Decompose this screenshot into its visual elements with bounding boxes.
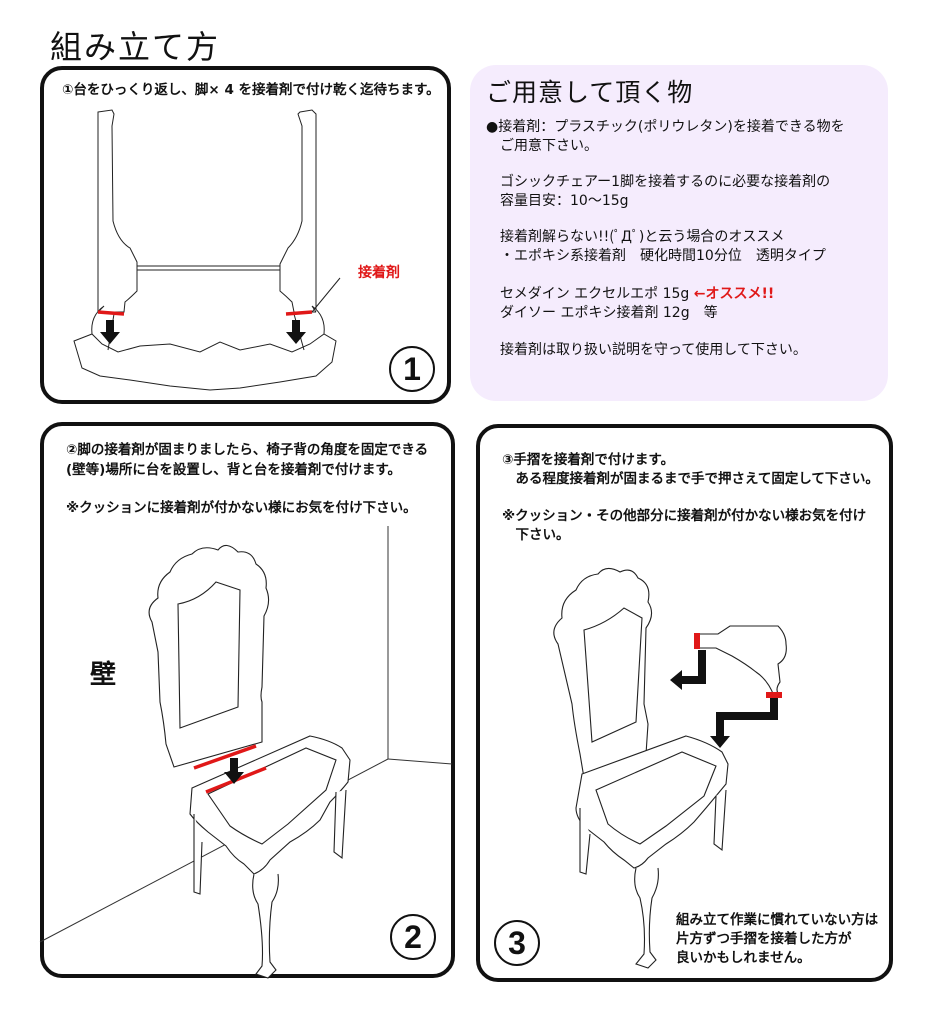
step-3-instruction-line: ③手摺を接着剤で付けます。 bbox=[502, 452, 675, 468]
supplies-line: ●接着剤：プラスチック(ポリウレタン)を接着できる物を bbox=[486, 119, 845, 135]
step-2-panel: ②脚の接着剤が固まりましたら、椅子背の角度を固定できる (壁等)場所に台を設置し… bbox=[39, 422, 455, 979]
step-3-note-line: 片方ずつ手摺を接着した方が bbox=[676, 931, 852, 947]
product-name: セメダイン エクセルエポ 15g bbox=[486, 286, 694, 302]
step-3-note-line: 組み立て作業に慣れていない方は bbox=[676, 912, 879, 928]
step-3-note-line: 良いかもしれません。 bbox=[676, 950, 811, 966]
step-2-instruction-line: (壁等)場所に台を設置し、背と台を接着剤で付けます。 bbox=[66, 462, 401, 478]
chair-base-illustration bbox=[73, 109, 341, 391]
step-3-number-badge: 3 bbox=[494, 920, 540, 966]
step-3-instruction-line: ある程度接着剤が固まるまで手で押さえて固定して下さい。 bbox=[502, 471, 879, 487]
supplies-line: 容量目安：10〜15g bbox=[486, 193, 629, 209]
supplies-line: ゴシックチェアー1脚を接着するのに必要な接着剤の bbox=[486, 174, 831, 190]
supplies-title: ご用意して頂く物 bbox=[486, 78, 694, 107]
glue-label: 接着剤 bbox=[358, 265, 400, 281]
step-1-instruction: ①台をひっくり返し、脚× 4 を接着剤で付け乾く迄待ちます。 bbox=[62, 82, 440, 98]
wall-label: 壁 bbox=[90, 660, 117, 690]
step-3-panel: ③手摺を接着剤で付けます。 ある程度接着剤が固まるまで手で押さえて固定して下さい… bbox=[476, 424, 893, 982]
supplies-line-recommended-product: セメダイン エクセルエポ 15g ←オススメ!! bbox=[486, 285, 774, 304]
step-3-caution-line: 下さい。 bbox=[502, 527, 570, 543]
step-3-caution-line: ※クッション・その他部分に接着剤が付かない様お気を付け bbox=[502, 508, 867, 524]
step-2-instruction-line: ②脚の接着剤が固まりましたら、椅子背の角度を固定できる bbox=[66, 442, 429, 458]
page-title: 組み立て方 bbox=[50, 28, 221, 66]
supplies-line: 接着剤は取り扱い説明を守って使用して下さい。 bbox=[486, 342, 807, 358]
step-1-panel: ①台をひっくり返し、脚× 4 を接着剤で付け乾く迄待ちます。 接着剤 1 bbox=[40, 66, 451, 404]
recommend-label: ←オススメ!! bbox=[693, 286, 775, 302]
step-2-number-badge: 2 bbox=[390, 914, 436, 960]
chair-back-attachment-illustration bbox=[39, 526, 453, 979]
step-1-number-badge: 1 bbox=[389, 346, 435, 392]
supplies-line: ・エポキシ系接着剤 硬化時間10分位 透明タイプ bbox=[486, 248, 826, 264]
supplies-line: ご用意下さい。 bbox=[486, 138, 598, 154]
supplies-line: ダイソー エポキシ接着剤 12g 等 bbox=[486, 305, 718, 321]
supplies-box: ご用意して頂く物 ●接着剤：プラスチック(ポリウレタン)を接着できる物を ご用意… bbox=[470, 65, 888, 401]
supplies-line: 接着剤解らない!!(ﾟДﾟ)と云う場合のオススメ bbox=[486, 229, 785, 245]
armrest-attachment-illustration bbox=[553, 567, 787, 969]
step-2-caution: ※クッションに接着剤が付かない様にお気を付け下さい。 bbox=[66, 500, 417, 516]
